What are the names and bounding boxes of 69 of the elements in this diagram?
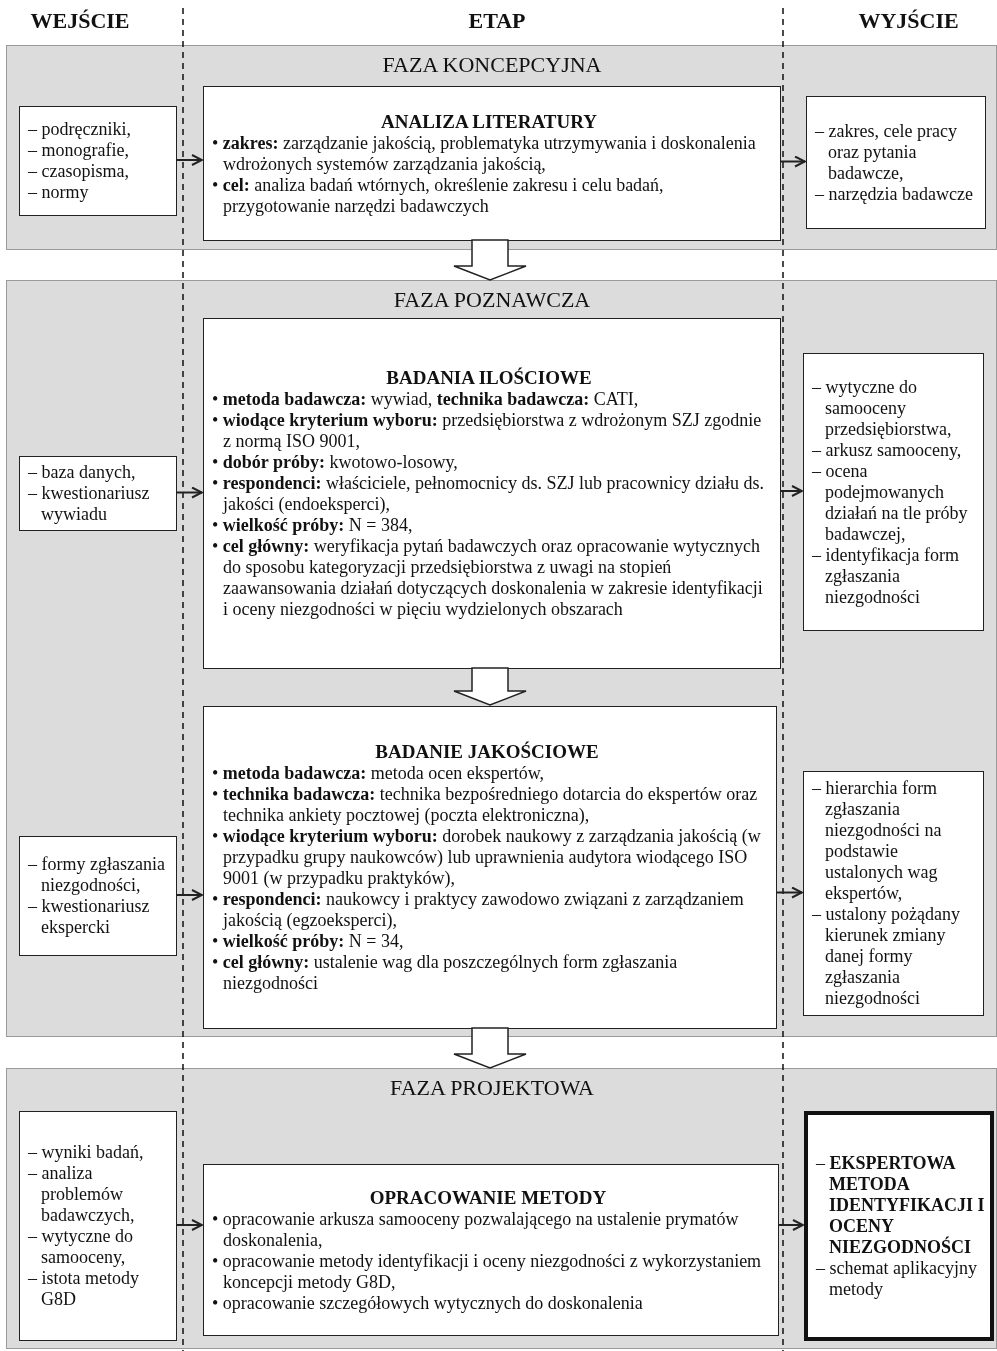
list-item: – istota metody G8D: [28, 1268, 140, 1310]
bullet-item: • metoda badawcza: wywiad, technika badawcza: CATI,: [212, 389, 640, 410]
list-item: – wytyczne do samooceny,: [28, 1226, 134, 1268]
box-heading: OPRACOWANIE METODY: [368, 1186, 608, 1208]
process-box: [203, 706, 777, 1029]
list-item: – monografie,: [28, 140, 130, 161]
list-box: [803, 353, 984, 631]
list-item: – identyfikacja form zgłaszania niezgodności: [812, 544, 960, 608]
arrow: [779, 485, 803, 497]
bullet-item: • opracowanie arkusza samooceny pozwalającego na ustalenie prymatów doskonalenia,: [212, 1208, 740, 1251]
arrow: [775, 886, 803, 899]
process-box: [203, 86, 781, 241]
list-item: – normy: [28, 182, 90, 203]
phase-band: [6, 45, 997, 250]
bullet-item: • metoda badawcza: metoda ocen ekspertów,: [212, 763, 546, 784]
list-box: [806, 96, 986, 229]
list-box: [19, 836, 177, 956]
list-item: – wytyczne do samooceny przedsiębiorstwa,: [812, 376, 953, 440]
list-box: [19, 106, 177, 216]
box-heading: BADANIA ILOŚCIOWE: [385, 367, 593, 388]
arrow: [779, 155, 806, 168]
arrow: [175, 154, 203, 166]
block-arrow: [453, 667, 527, 706]
list-item: – hierarchia form zgłaszania niezgodności na podstawie ustalonych wag ekspertów,: [812, 778, 943, 904]
arrow: [175, 486, 203, 499]
arrow: [777, 1219, 804, 1231]
list-item: – wyniki badań,: [28, 1142, 145, 1163]
bullet-item: • cel główny: weryfikacja pytań badawczych oraz opracowanie wytycznych do sposobu kategoryzacji przedsiębiorstwa z uwagi na stopień zaawansowania działań dotyczących doskonalenia w zakresie identyfikacji i oceny niezgodności w pięciu wydzielonych obszarach: [212, 536, 764, 620]
list-box: [19, 456, 177, 531]
list-item: – kwestionariusz wywiadu: [28, 483, 151, 525]
block-arrow: [453, 1027, 527, 1069]
list-item: – analiza problemów badawczych,: [28, 1163, 136, 1226]
phase-title: FAZA PROJEKTOWA: [389, 1075, 595, 1101]
bullet-item: • cel: analiza badań wtórnych, określenie zakresu i celu badań, przygotowanie narzędzi badawczych: [212, 174, 665, 217]
list-item: – ustalony pożądany kierunek zmiany danej formy zgłaszania niezgodności: [812, 904, 961, 1009]
list-item: – schemat aplikacyjny metody: [816, 1257, 978, 1300]
list-item: – podręczniki,: [28, 119, 132, 140]
list-item: – zakres, cele pracy oraz pytania badawcze,: [815, 120, 958, 184]
list-item: – EKSPERTOWA METODA IDENTYFIKACJI I OCENY NIEZGODNOŚCI: [816, 1152, 986, 1258]
list-box: [803, 771, 984, 1016]
column-header: WYJŚCIE: [857, 8, 960, 34]
list-item: – arkusz samooceny,: [812, 439, 963, 461]
column-header: ETAP: [467, 8, 527, 34]
list-item: – ocena podejmowanych działań na tle próby badawczej,: [812, 460, 969, 545]
arrow: [175, 1219, 203, 1231]
bullet-item: • wielkość próby: N = 34,: [212, 931, 405, 952]
bullet-item: • opracowanie metody identyfikacji i oceny niezgodności z wykorzystaniem koncepcji metody G8D,: [212, 1250, 763, 1293]
bullet-item: • dobór próby: kwotowo-losowy,: [212, 452, 459, 473]
bullet-item: • wielkość próby: N = 384,: [212, 515, 414, 536]
block-arrow: [453, 239, 527, 281]
box-heading: ANALIZA LITERATURY: [380, 110, 598, 132]
phase-band: [6, 1068, 997, 1349]
bullet-item: • opracowanie szczegółowych wytycznych do doskonalenia: [212, 1292, 644, 1314]
column-header: WEJŚCIE: [29, 8, 131, 34]
box-heading: BADANIE JAKOŚCIOWE: [374, 741, 600, 762]
list-item: – czasopisma,: [28, 161, 130, 182]
phase-title: FAZA POZNAWCZA: [392, 287, 592, 313]
list-item: – formy zgłaszania niezgodności,: [28, 854, 166, 896]
list-item: – kwestionariusz ekspercki: [28, 896, 151, 938]
phase-band: [6, 280, 997, 1037]
result-box: [804, 1111, 994, 1341]
process-box: [203, 1164, 779, 1336]
list-box: [19, 1111, 177, 1341]
list-item: – narzędzia badawcze: [815, 183, 974, 205]
list-item: – baza danych,: [28, 462, 137, 483]
process-box: [203, 318, 781, 669]
arrow: [175, 889, 203, 901]
bullet-item: • cel główny: ustalenie wag dla poszczególnych form zgłaszania niezgodności: [212, 952, 679, 994]
phase-title: FAZA KONCEPCYJNA: [381, 52, 603, 78]
